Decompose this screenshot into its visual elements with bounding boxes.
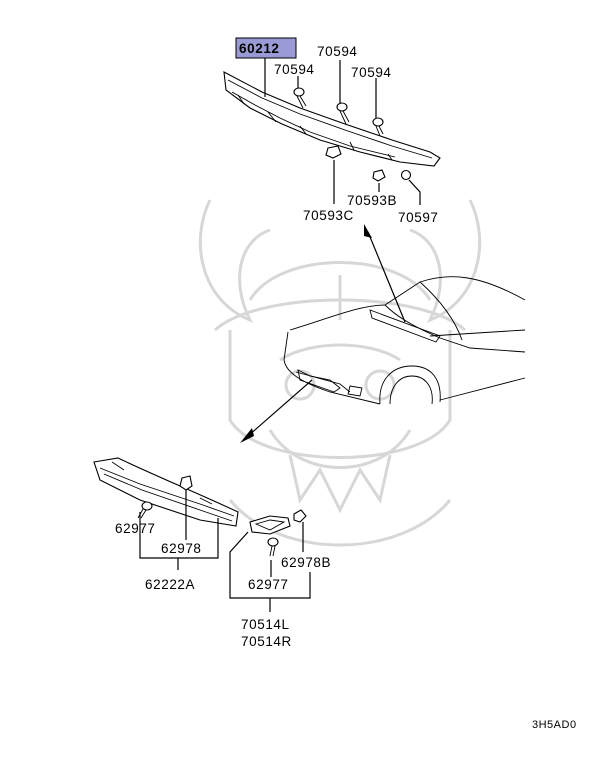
- part-number-70593b[interactable]: 70593B: [347, 193, 397, 208]
- clip-62978-icon: [179, 475, 193, 491]
- arrow-to-grille-icon: [240, 379, 313, 443]
- grille-part: [93, 457, 239, 527]
- nut-62978b-icon: [293, 509, 307, 523]
- clip-70593c-icon: [325, 145, 342, 159]
- part-number-70597[interactable]: 70597: [398, 210, 439, 225]
- part-number-62977[interactable]: 62977: [115, 521, 156, 536]
- screw-70594-icon: [372, 117, 384, 137]
- diagram-code: 3H5AD0: [532, 719, 577, 731]
- samurai-watermark-icon: [198, 199, 482, 547]
- part-number-62977[interactable]: 62977: [248, 577, 289, 592]
- part-number-70514r[interactable]: 70514R: [241, 634, 292, 649]
- part-number-70514l[interactable]: 70514L: [241, 617, 290, 632]
- screw-70594-icon: [293, 87, 307, 109]
- clip-70593b-icon: [372, 169, 386, 182]
- leader-lines-lower: [139, 490, 311, 612]
- side-lamp-part: [249, 515, 291, 535]
- leader-lines-upper: [264, 58, 421, 205]
- car-illustration: [283, 276, 526, 405]
- screw-62977-icon: [267, 537, 279, 557]
- part-number-70594[interactable]: 70594: [317, 44, 358, 59]
- part-number-60212[interactable]: 60212: [239, 41, 280, 56]
- cowl-top-panel-part: [223, 71, 441, 167]
- arrow-to-cowl-icon: [364, 224, 406, 323]
- part-number-62222a[interactable]: 62222A: [145, 577, 195, 592]
- screw-70594-icon: [336, 102, 350, 125]
- clip-70597-icon: [400, 169, 412, 181]
- part-number-70594[interactable]: 70594: [274, 62, 315, 77]
- part-number-62978b[interactable]: 62978B: [281, 555, 331, 570]
- part-number-62978[interactable]: 62978: [161, 541, 202, 556]
- screw-62977-icon: [137, 501, 153, 519]
- highlight-box: [235, 37, 297, 59]
- part-number-70594[interactable]: 70594: [351, 65, 392, 80]
- part-number-70593c[interactable]: 70593C: [303, 208, 354, 223]
